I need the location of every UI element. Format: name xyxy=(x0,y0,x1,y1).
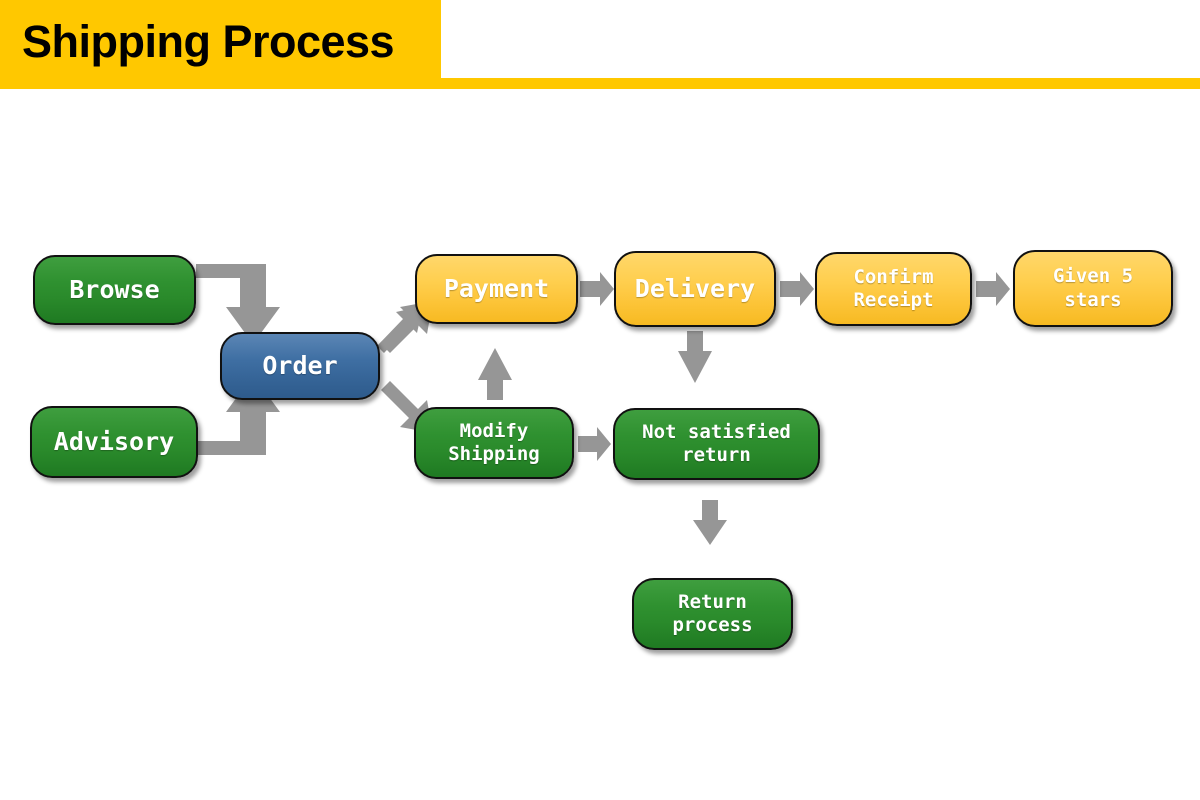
arrow-modify-payment xyxy=(478,348,512,400)
arrow-notsatisfied-return xyxy=(693,500,727,545)
node-delivery[interactable]: Delivery xyxy=(614,251,776,327)
arrow-payment-delivery xyxy=(580,272,614,306)
header-underline xyxy=(0,78,1200,89)
node-advisory-label: Advisory xyxy=(53,426,175,456)
node-advisory[interactable]: Advisory xyxy=(30,406,198,478)
node-payment-label: Payment xyxy=(443,273,550,303)
arrow-delivery-confirm xyxy=(780,272,814,306)
arrow-confirm-given5 xyxy=(976,272,1010,306)
node-browse[interactable]: Browse xyxy=(33,255,196,325)
node-browse-label: Browse xyxy=(69,274,160,304)
node-payment[interactable]: Payment xyxy=(415,254,578,324)
node-delivery-label: Delivery xyxy=(634,273,756,303)
arrow-modify-notsatisfied xyxy=(578,427,611,461)
arrow-delivery-notsatisfied xyxy=(678,331,712,383)
header-band xyxy=(0,0,441,78)
page-title: Shipping Process xyxy=(22,16,395,67)
node-order-label: Order xyxy=(262,350,338,380)
node-order[interactable]: Order xyxy=(220,332,380,400)
arrow-order-payment xyxy=(377,306,423,353)
